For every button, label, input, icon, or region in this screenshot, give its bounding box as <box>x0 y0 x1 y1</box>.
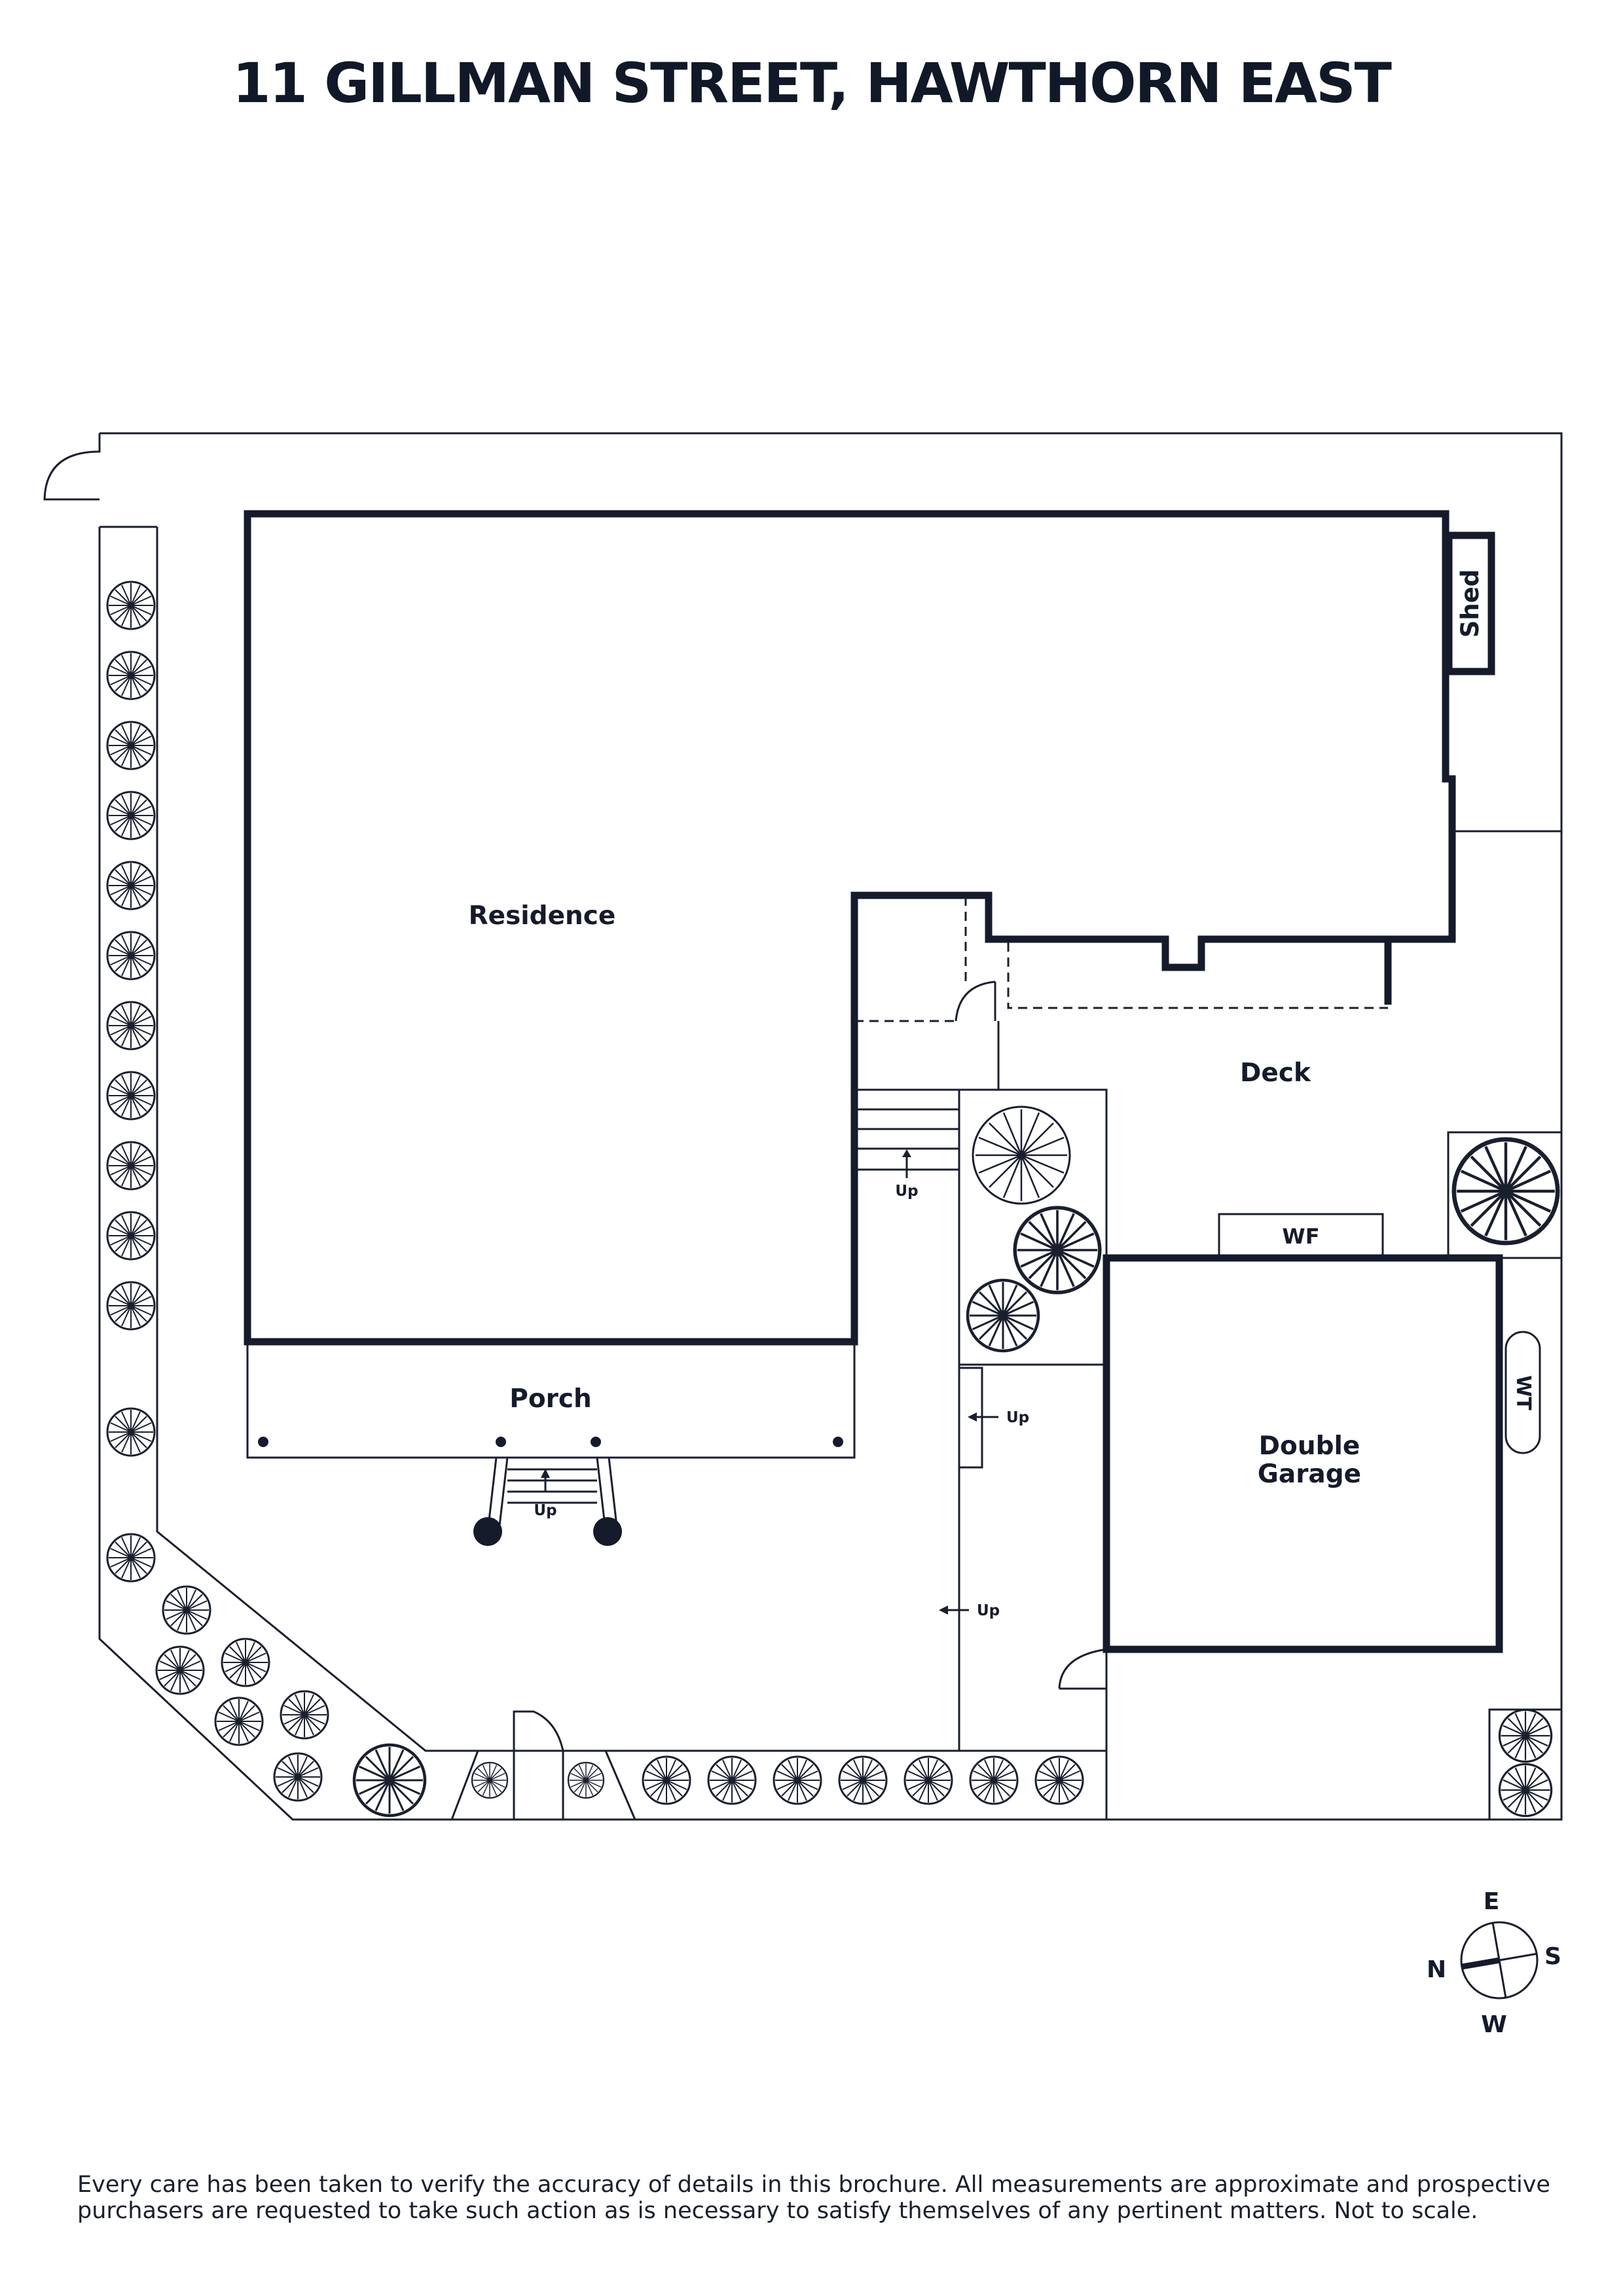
compass-north: N <box>1427 1956 1446 1983</box>
entry-area <box>854 830 1561 1090</box>
tree-icon <box>1454 1139 1558 1243</box>
porch-steps: Up <box>473 1457 622 1546</box>
site-boundary <box>43 432 1563 1821</box>
tree-icon <box>106 861 156 910</box>
tree-icon <box>106 1071 156 1121</box>
compass-south: S <box>1544 1943 1561 1970</box>
porch: Porch <box>246 1342 856 1459</box>
tree-icon <box>106 1001 156 1050</box>
diagonal-hedge <box>155 1585 425 1816</box>
left-hedge <box>106 581 156 1583</box>
stairs-up-label-2: Up <box>1006 1409 1029 1426</box>
tree-icon <box>471 1761 509 1799</box>
garden-bed <box>958 1088 1108 1366</box>
water-tank: WT <box>1504 1331 1541 1454</box>
tree-icon <box>969 1755 1019 1805</box>
front-gate <box>450 1710 636 1820</box>
tree-icon <box>106 1141 156 1191</box>
residence: Residence <box>244 510 1456 1346</box>
compass-west: W <box>1481 2011 1507 2038</box>
disclaimer: Every care has been taken to verify the … <box>77 2172 1570 2224</box>
page-title: 11 GILLMAN STREET, HAWTHORN EAST <box>232 51 1392 115</box>
tree-icon <box>155 1645 205 1695</box>
tree-icon <box>106 1533 156 1583</box>
tree-icon <box>280 1690 329 1740</box>
deck: Deck <box>1240 1058 1311 1088</box>
tree-icon <box>221 1638 270 1687</box>
compass-icon: E N S W <box>1427 1888 1561 2038</box>
tree-icon <box>567 1761 605 1799</box>
wt-label: WT <box>1512 1375 1535 1410</box>
disclaimer-line-1: Every care has been taken to verify the … <box>77 2172 1550 2198</box>
disclaimer-line-2: purchasers are requested to take such ac… <box>77 2198 1478 2224</box>
tree-icon <box>106 931 156 980</box>
tree-icon <box>642 1755 691 1805</box>
side-path: Up Up <box>939 1365 1108 1820</box>
tree-icon <box>1498 1708 1553 1763</box>
wood-fire: WF <box>1218 1213 1384 1258</box>
compass-east: E <box>1484 1888 1500 1915</box>
shed: Shed <box>1445 531 1495 675</box>
tree-icon <box>354 1745 425 1816</box>
tree-icon <box>106 1211 156 1261</box>
stairs-up-label-4: Up <box>534 1502 556 1519</box>
tree-icon <box>106 651 156 700</box>
wf-label: WF <box>1282 1224 1319 1249</box>
stairs-up-label-3: Up <box>977 1602 1000 1619</box>
tree-icon <box>773 1755 822 1805</box>
tree-icon <box>968 1280 1038 1351</box>
tree-icon <box>972 1105 1071 1205</box>
deck-label: Deck <box>1240 1058 1311 1088</box>
garage-label-line2: Garage <box>1258 1460 1361 1489</box>
tree-icon <box>106 1407 156 1457</box>
tree-icon <box>106 721 156 770</box>
residence-label: Residence <box>469 901 616 931</box>
tree-icon <box>903 1755 953 1805</box>
tree-icon <box>273 1752 323 1802</box>
stairs-up-label-1: Up <box>895 1183 918 1200</box>
shed-label: Shed <box>1456 569 1484 638</box>
tree-icon <box>1034 1755 1084 1805</box>
tree-icon <box>162 1585 211 1635</box>
garage-label-line1: Double <box>1259 1431 1360 1461</box>
tree-icon <box>106 1281 156 1331</box>
deck-steps: Up <box>853 1088 960 1200</box>
tree-icon <box>106 581 156 630</box>
tree-icon <box>838 1755 888 1805</box>
tree-icon <box>106 791 156 840</box>
garage-side-gate <box>1058 1648 1108 1690</box>
tree-icon <box>707 1755 757 1805</box>
double-garage: Double Garage <box>1103 1254 1503 1653</box>
tree-icon <box>1015 1208 1100 1293</box>
right-garden-beds <box>1447 1131 1563 1821</box>
tree-icon <box>1498 1763 1553 1818</box>
porch-label: Porch <box>509 1384 592 1414</box>
tree-icon <box>214 1696 264 1746</box>
